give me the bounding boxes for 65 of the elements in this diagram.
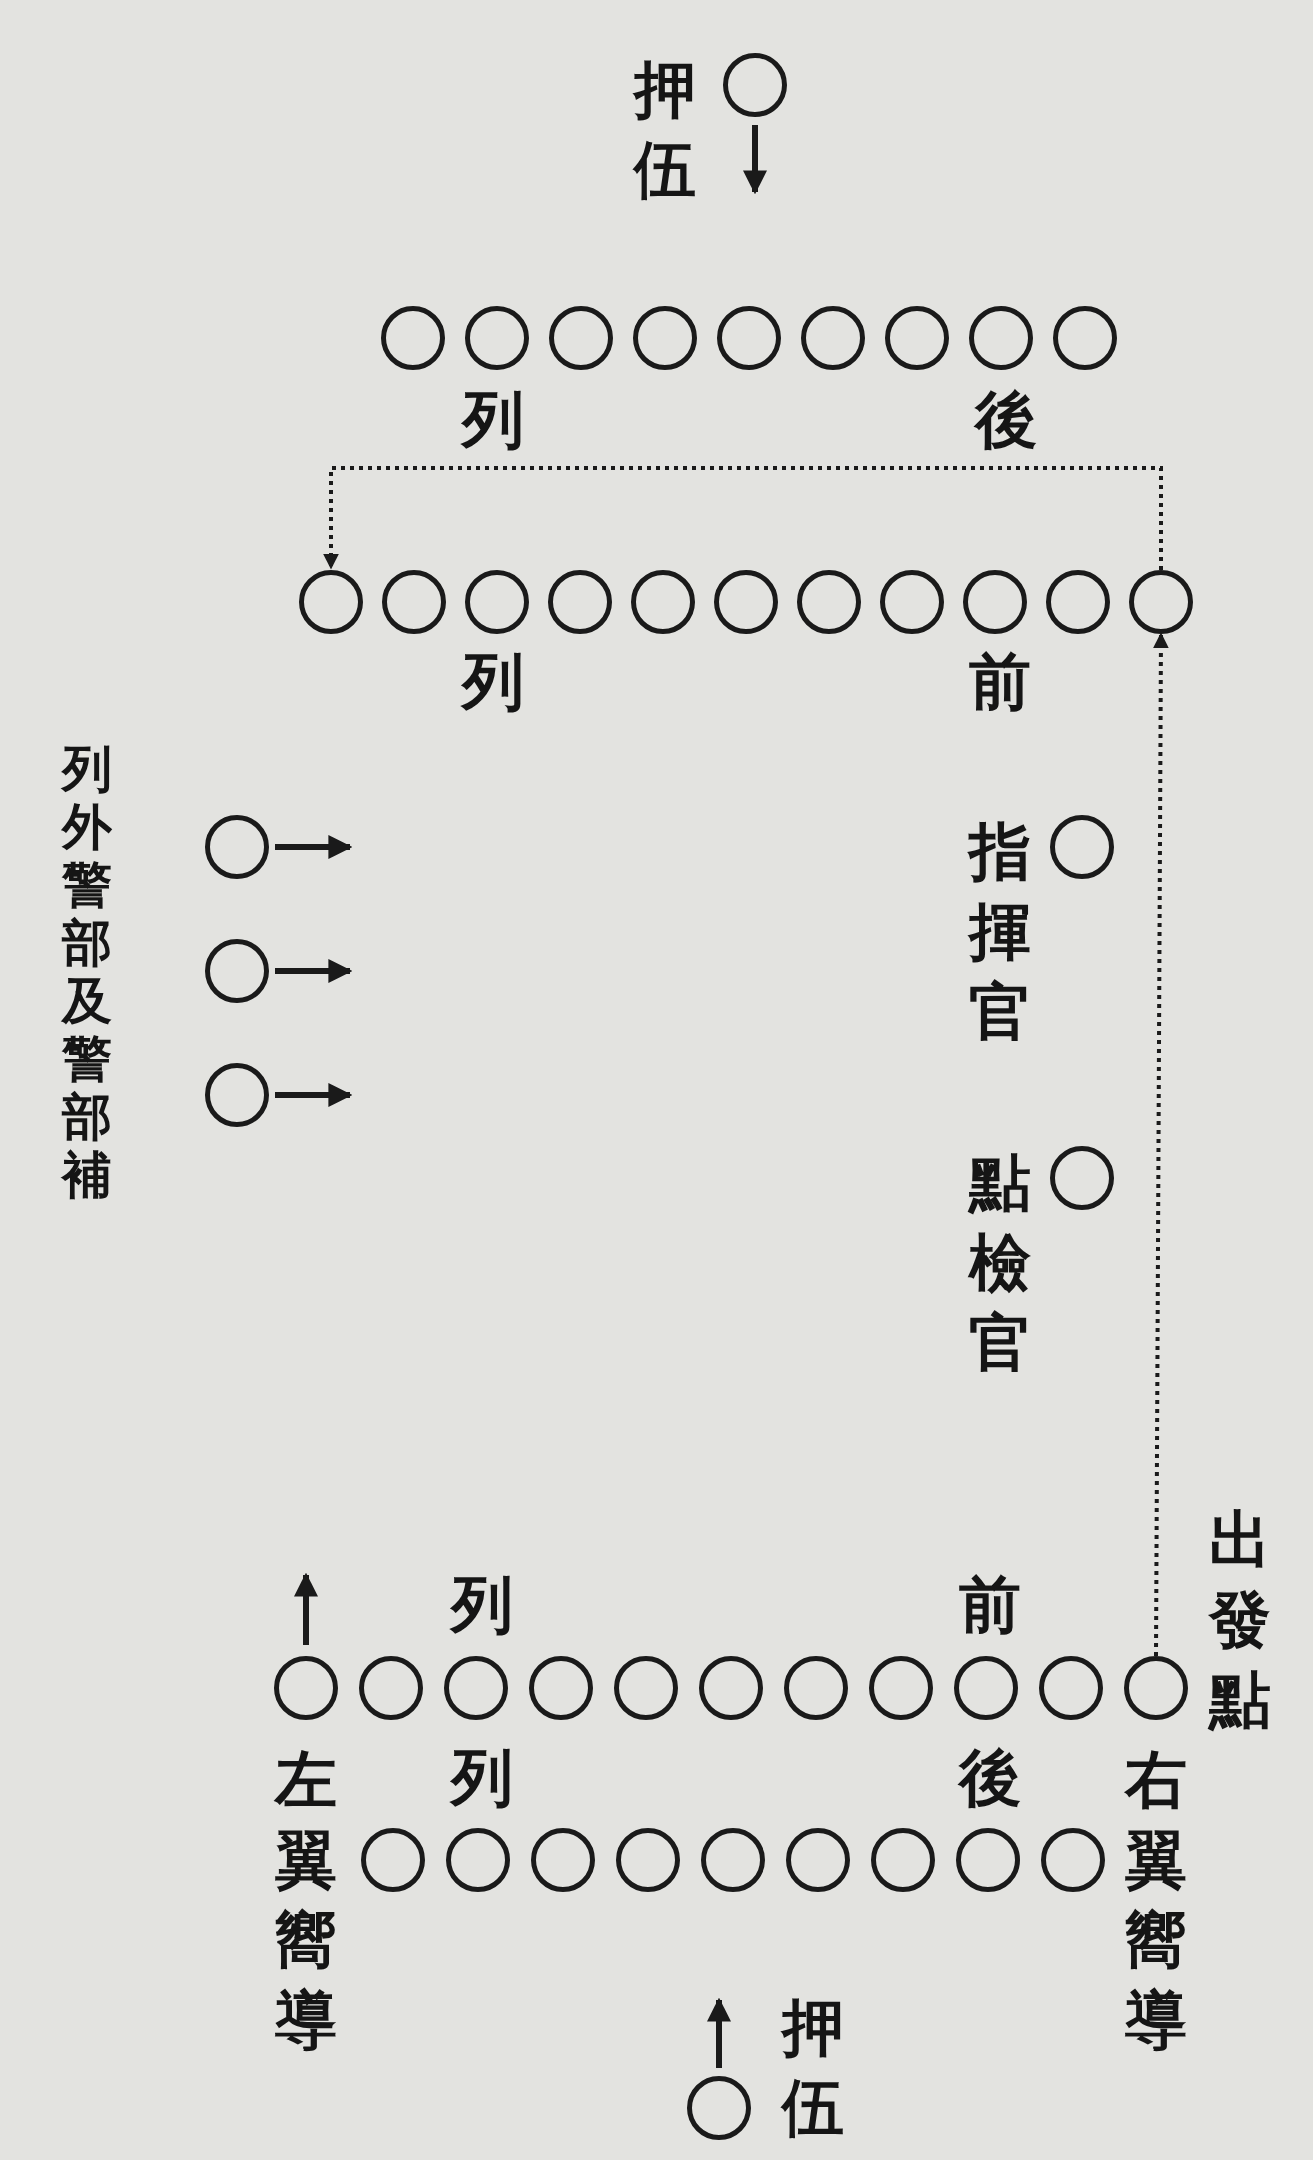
row-label: 列 <box>451 1745 513 1811</box>
person-circle <box>529 1656 593 1720</box>
person-circle <box>1050 1146 1114 1210</box>
person-circle <box>548 570 612 634</box>
person-circle <box>205 939 269 1003</box>
person-circle <box>549 306 613 370</box>
person-circle <box>1050 815 1114 879</box>
role-label: 點檢官 <box>967 1145 1032 1381</box>
person-circle <box>784 1656 848 1720</box>
person-circle <box>361 1828 425 1892</box>
person-circle <box>465 570 529 634</box>
person-circle <box>786 1828 850 1892</box>
person-circle <box>880 570 944 634</box>
person-circle <box>633 306 697 370</box>
person-circle <box>885 306 949 370</box>
person-circle <box>359 1656 423 1720</box>
role-label: 左翼嚮導 <box>273 1742 338 2058</box>
person-circle <box>205 815 269 879</box>
march-path <box>323 466 1163 570</box>
person-circle <box>954 1656 1018 1720</box>
person-circle <box>699 1656 763 1720</box>
person-circle <box>969 306 1033 370</box>
person-circle <box>531 1828 595 1892</box>
person-circle <box>614 1656 678 1720</box>
person-circle <box>616 1828 680 1892</box>
role-label: 押伍 <box>780 1990 845 2146</box>
person-circle <box>687 2076 751 2140</box>
person-circle <box>1124 1656 1188 1720</box>
person-circle <box>382 570 446 634</box>
person-circle <box>1041 1828 1105 1892</box>
person-circle <box>1039 1656 1103 1720</box>
person-circle <box>723 53 787 117</box>
person-circle <box>1053 306 1117 370</box>
row-label: 前 <box>959 1572 1021 1638</box>
person-circle <box>631 570 695 634</box>
person-circle <box>701 1828 765 1892</box>
person-circle <box>1046 570 1110 634</box>
person-circle <box>444 1656 508 1720</box>
person-circle <box>1129 570 1193 634</box>
row-label: 後 <box>975 387 1037 453</box>
row-label: 列 <box>451 1572 513 1638</box>
role-label: 出發點 <box>1207 1502 1272 1738</box>
annotation-text: 列外警部及警部補 <box>60 740 113 1204</box>
person-circle <box>446 1828 510 1892</box>
role-label: 右翼嚮導 <box>1123 1742 1188 2058</box>
row-label: 列 <box>462 649 524 715</box>
person-circle <box>714 570 778 634</box>
person-circle <box>205 1063 269 1127</box>
person-circle <box>465 306 529 370</box>
person-circle <box>797 570 861 634</box>
person-circle <box>963 570 1027 634</box>
march-path <box>1152 632 1169 1656</box>
person-circle <box>717 306 781 370</box>
person-circle <box>299 570 363 634</box>
role-label: 押伍 <box>632 52 697 208</box>
person-circle <box>871 1828 935 1892</box>
row-label: 列 <box>462 387 524 453</box>
person-circle <box>869 1656 933 1720</box>
person-circle <box>274 1656 338 1720</box>
row-label: 前 <box>969 649 1031 715</box>
row-label: 後 <box>959 1745 1021 1811</box>
person-circle <box>381 306 445 370</box>
person-circle <box>801 306 865 370</box>
role-label: 指揮官 <box>967 814 1032 1050</box>
person-circle <box>956 1828 1020 1892</box>
